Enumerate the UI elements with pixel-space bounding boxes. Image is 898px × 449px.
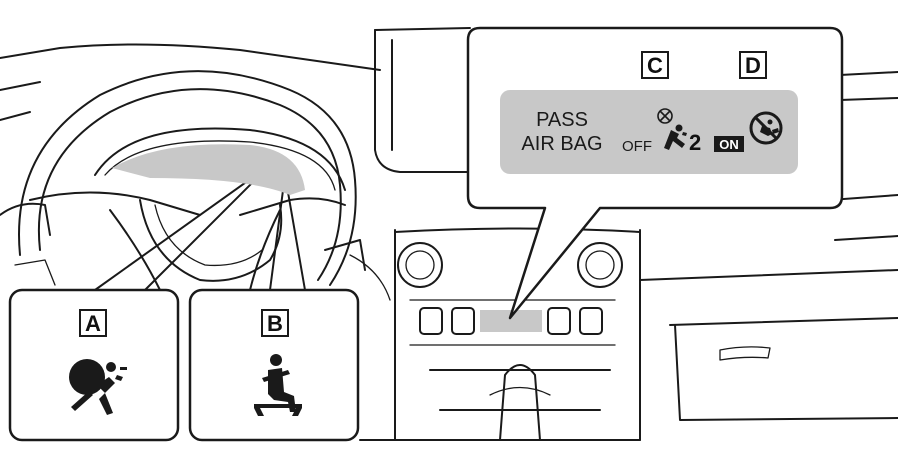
label-box-d <box>739 51 767 79</box>
passenger-seat-occupied-icon <box>657 108 687 150</box>
on-text: ON <box>719 137 739 152</box>
on-badge <box>714 136 744 152</box>
airbag-off-icon <box>749 111 783 145</box>
label-d: D <box>745 53 761 78</box>
seatbelt-reminder-icon <box>254 354 302 416</box>
passenger-airbag-display <box>500 90 798 174</box>
pointer-lines <box>94 144 306 291</box>
callout-b: B <box>188 288 360 442</box>
label-c: C <box>647 53 663 78</box>
label-box-a <box>79 309 107 337</box>
off-text: OFF <box>622 138 652 155</box>
pass-line1: PASS <box>536 109 588 131</box>
pass-line2: AIR BAG <box>521 133 602 155</box>
label-box-c <box>641 51 669 79</box>
callout-a: A <box>8 288 180 442</box>
seat-number: 2 <box>689 130 701 155</box>
label-b: B <box>267 311 283 336</box>
dashboard-linework <box>0 27 898 441</box>
callout-passenger-display: C D PASS AIR BAG OFF 2 ON <box>466 26 844 320</box>
label-a: A <box>85 311 101 336</box>
airbag-warning-icon <box>69 359 127 415</box>
label-box-b <box>261 309 289 337</box>
